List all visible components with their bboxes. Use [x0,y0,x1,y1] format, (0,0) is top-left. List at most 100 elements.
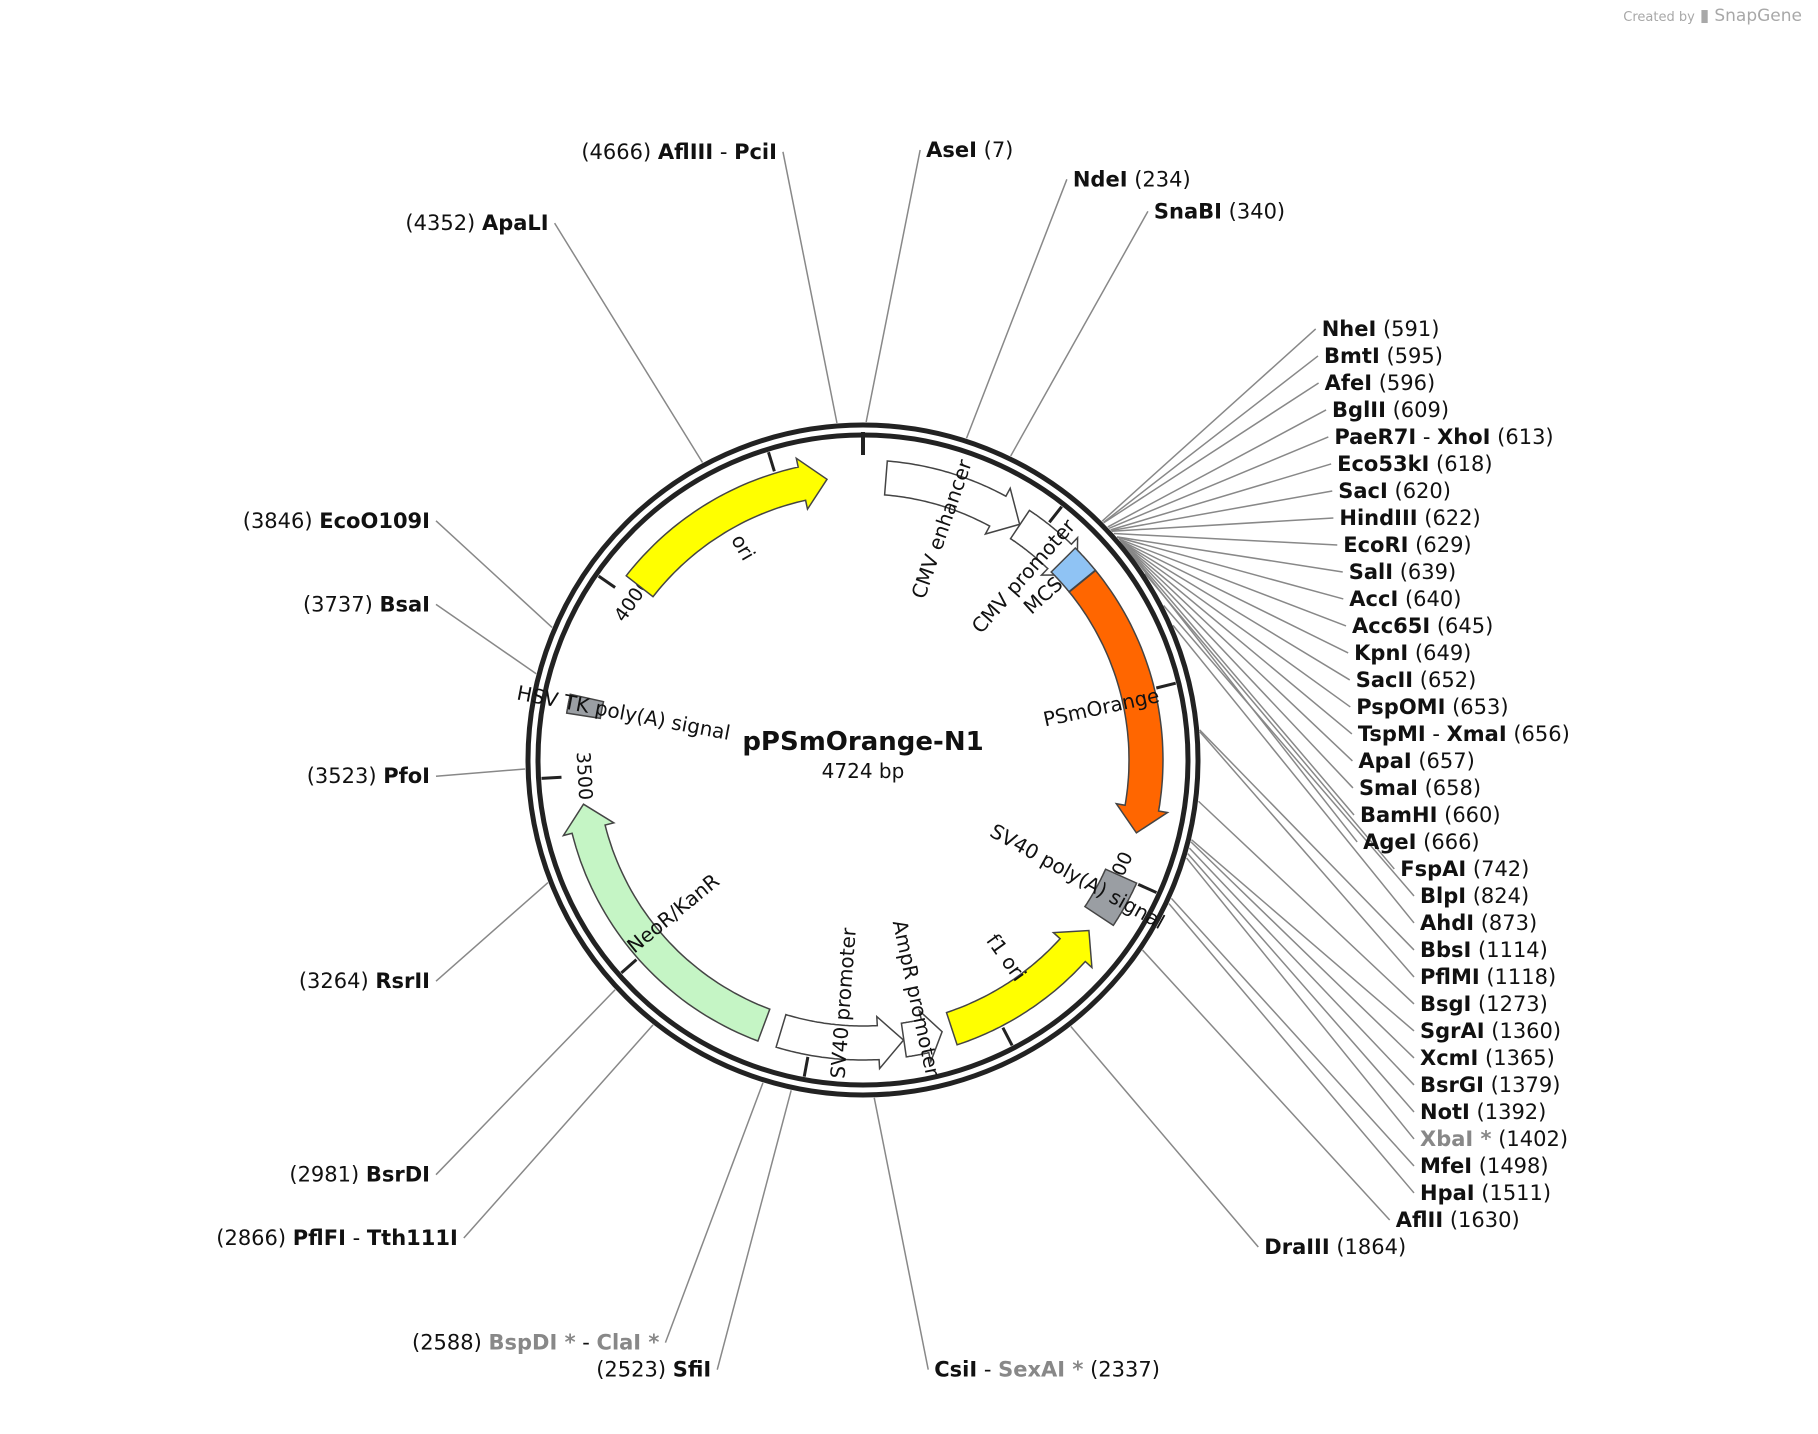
site-label-smai[interactable]: SmaI (658) [1359,776,1481,800]
site-label-aflii[interactable]: AflII (1630) [1396,1208,1520,1232]
site-position: (596) [1372,371,1435,395]
site-leader-line [1010,210,1149,457]
site-position: (618) [1429,452,1492,476]
site-label-paer7i[interactable]: PaeR7I - XhoI (613) [1334,425,1553,449]
site-label-bsrgi[interactable]: BsrGI (1379) [1420,1073,1560,1097]
enzyme-name: SexAI * [998,1358,1083,1382]
site-label-draiii[interactable]: DraIII (1864) [1264,1235,1406,1259]
enzyme-name: XbaI * [1420,1127,1492,1151]
site-position: (7) [977,138,1013,162]
enzyme-name: FspAI [1400,857,1466,881]
enzyme-name: AgeI [1363,830,1416,854]
site-label-asei[interactable]: AseI (7) [926,138,1013,162]
site-leader-line [435,882,549,982]
enzyme-name: Tth111I [367,1226,458,1250]
feature-label-hsv-tk-poly-a-signal: HSV TK poly(A) signal [515,681,732,745]
site-label-apai[interactable]: ApaI (657) [1358,749,1474,773]
site-label-pflmi[interactable]: PflMI (1118) [1420,965,1556,989]
site-label-sgrai[interactable]: SgrAI (1360) [1420,1019,1561,1043]
enzyme-name: PciI [734,140,777,164]
site-label-agei[interactable]: AgeI (666) [1363,830,1480,854]
site-position: (1360) [1485,1019,1562,1043]
site-label-acc65i[interactable]: Acc65I (645) [1352,614,1493,638]
site-label-bsrdi[interactable]: (2981) BsrDI [289,1163,430,1187]
site-label-sfii[interactable]: (2523) SfiI [596,1358,711,1382]
site-label-bsai[interactable]: (3737) BsaI [303,592,430,616]
scale-tick [541,775,562,780]
site-position: (591) [1376,317,1439,341]
site-label-acci[interactable]: AccI (640) [1349,587,1461,611]
site-label-saci[interactable]: SacI (620) [1338,479,1451,503]
site-label-eco53ki[interactable]: Eco53kI (618) [1337,452,1492,476]
site-label-tspmi[interactable]: TspMI - XmaI (656) [1358,722,1570,746]
site-label-pfoi[interactable]: (3523) PfoI [307,764,430,788]
site-label-ndei[interactable]: NdeI (234) [1073,167,1191,191]
site-leader-line [1199,731,1415,978]
feature-neor-kanr[interactable] [561,803,771,1042]
site-label-xcmi[interactable]: XcmI (1365) [1420,1046,1555,1070]
site-label-bamhi[interactable]: BamHI (660) [1360,803,1501,827]
site-position: (649) [1408,641,1471,665]
site-label-afei[interactable]: AfeI (596) [1325,371,1436,395]
feature-cmv-enhancer[interactable] [883,460,1021,536]
site-position: (652) [1413,668,1476,692]
site-label-kpni[interactable]: KpnI (649) [1354,641,1471,665]
feature-f1-ori[interactable] [945,929,1093,1046]
site-leader-line [664,1082,764,1343]
site-label-mfei[interactable]: MfeI (1498) [1420,1154,1549,1178]
site-label-xbai[interactable]: XbaI * (1402) [1420,1127,1568,1151]
site-leader-line [435,768,526,777]
enzyme-name: AccI [1349,587,1398,611]
plasmid-name: pPSmOrange-N1 [742,727,983,757]
feature-psmorange[interactable] [1068,569,1170,834]
site-position: (1379) [1484,1073,1561,1097]
site-label-bsgi[interactable]: BsgI (1273) [1420,992,1548,1016]
site-leader-line [435,603,537,675]
site-leader-line [1122,543,1355,816]
site-leader-line [1117,536,1344,600]
site-label-hpai[interactable]: HpaI (1511) [1420,1181,1551,1205]
site-label-fspai[interactable]: FspAI (742) [1400,857,1529,881]
site-position: (1365) [1478,1046,1555,1070]
site-position: (742) [1466,857,1529,881]
enzyme-name: AhdI [1420,911,1474,935]
site-label-ecori[interactable]: EcoRI (629) [1343,533,1471,557]
feature-sv40-poly-a-signal[interactable] [1083,868,1138,927]
site-label-afliii[interactable]: (4666) AflIII - PciI [581,140,777,164]
site-label-bspdi[interactable]: (2588) BspDI * - ClaI * [412,1331,659,1355]
site-leader-line [1108,436,1329,529]
site-leader-line [1113,532,1338,546]
site-label-bglii[interactable]: BglII (609) [1332,398,1449,422]
site-label-ahdi[interactable]: AhdI (873) [1420,911,1537,935]
site-position: (666) [1416,830,1479,854]
site-position: (2588) [412,1331,489,1355]
site-label-snabi[interactable]: SnaBI (340) [1154,199,1285,223]
enzyme-name: ApaI [1358,749,1411,773]
scale-tick [1048,505,1063,524]
site-label-sacii[interactable]: SacII (652) [1356,668,1477,692]
site-label-bbsi[interactable]: BbsI (1114) [1420,938,1548,962]
site-label-nhei[interactable]: NheI (591) [1322,317,1440,341]
site-label-pflfi[interactable]: (2866) PflFI - Tth111I [216,1226,458,1250]
site-label-apali[interactable]: (4352) ApaLI [405,211,548,235]
scale-tick [597,574,616,589]
feature-ori[interactable] [625,456,829,598]
site-label-noti[interactable]: NotI (1392) [1420,1100,1546,1124]
site-label-pspomi[interactable]: PspOMI (653) [1356,695,1508,719]
site-leader-line [1111,490,1333,532]
feature-hsv-tk-poly-a-signal[interactable] [565,693,605,720]
site-label-blpi[interactable]: BlpI (824) [1420,884,1529,908]
site-label-csii[interactable]: CsiI - SexAI * (2337) [934,1358,1160,1382]
site-leader-line [1197,800,1415,1005]
site-label-rsrii[interactable]: (3264) RsrII [299,969,430,993]
feature-sv40-promoter[interactable] [775,1013,905,1071]
site-position: (4666) [581,140,658,164]
site-leader-line [865,149,921,423]
site-label-ecoo109i[interactable]: (3846) EcoO109I [243,509,430,533]
site-leader-line [1187,853,1415,1113]
site-label-sali[interactable]: SalI (639) [1349,560,1456,584]
site-leader-line [1107,409,1327,528]
site-label-hindiii[interactable]: HindIII (622) [1339,506,1480,530]
site-label-bmti[interactable]: BmtI (595) [1324,344,1443,368]
